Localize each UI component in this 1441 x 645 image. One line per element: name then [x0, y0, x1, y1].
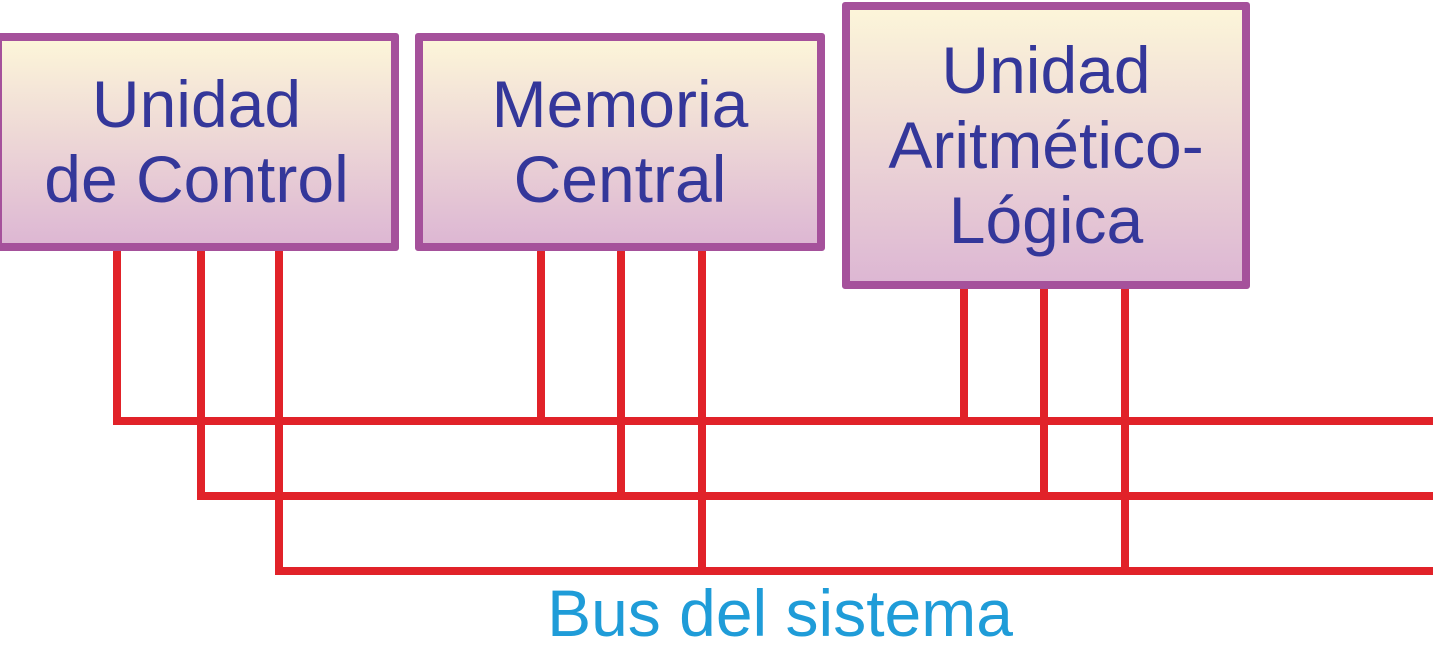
- bus-connector-vertical-line: [275, 250, 283, 575]
- node-unidad-aritmetico-logica-label: Unidad Aritmético- Lógica: [888, 33, 1203, 259]
- bus-connector-vertical-line: [197, 250, 205, 500]
- node-label-line: Lógica: [948, 183, 1144, 258]
- bus-connector-vertical-line: [1040, 288, 1048, 500]
- bus-connector-vertical-line: [698, 250, 706, 575]
- system-bus-horizontal-line: [113, 417, 1433, 425]
- node-label-line: de Control: [44, 142, 349, 216]
- node-label-line: Unidad: [941, 32, 1151, 107]
- node-unidad-aritmetico-logica: Unidad Aritmético- Lógica: [842, 2, 1250, 289]
- node-label-line: Aritmético-: [888, 107, 1204, 182]
- node-memoria-central-label: Memoria Central: [492, 67, 749, 217]
- bus-connector-vertical-line: [1121, 288, 1129, 575]
- node-label-line: Central: [513, 142, 727, 216]
- bus-connector-vertical-line: [617, 250, 625, 500]
- node-label-line: Unidad: [91, 66, 302, 141]
- system-bus-horizontal-line: [275, 567, 1433, 575]
- bus-connector-vertical-line: [537, 250, 545, 425]
- system-bus-horizontal-line: [197, 492, 1433, 500]
- system-bus-label: Bus del sistema: [547, 576, 1013, 645]
- node-memoria-central: Memoria Central: [415, 33, 825, 251]
- node-unidad-de-control-label: Unidad de Control: [44, 67, 349, 217]
- node-label-line: Memoria: [491, 66, 749, 141]
- node-unidad-de-control: Unidad de Control: [0, 33, 399, 251]
- bus-connector-vertical-line: [960, 288, 968, 425]
- bus-connector-vertical-line: [113, 250, 121, 425]
